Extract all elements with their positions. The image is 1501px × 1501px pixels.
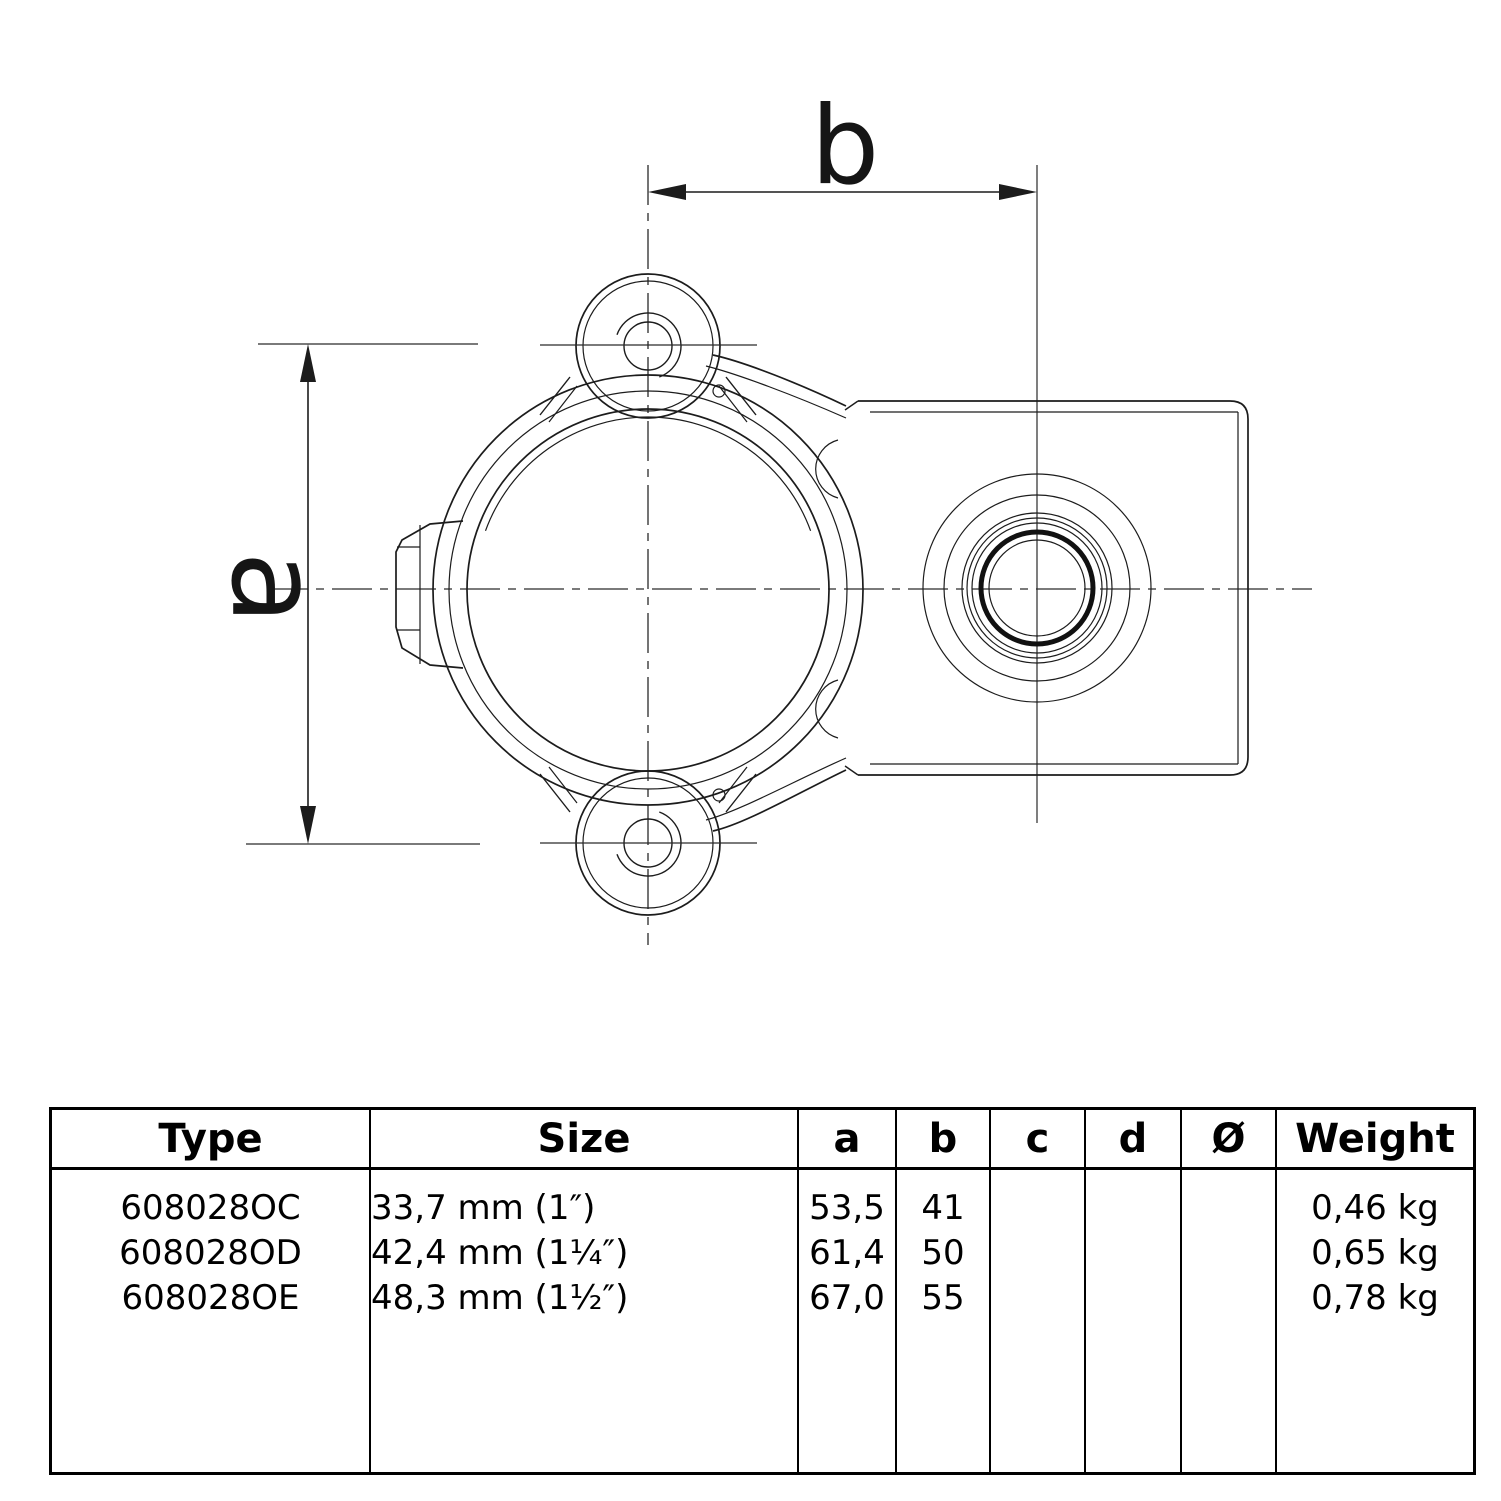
lower-band-pin (712, 788, 726, 802)
cell-a-row2: 67,0 (809, 1278, 885, 1318)
cell-d-row2 (1086, 1276, 1180, 1321)
top-lug-fillet-right-2 (718, 385, 748, 423)
lower-cast-bump (815, 679, 839, 739)
ring-outer-edge (432, 374, 864, 806)
cell-a-row0: 53,5 (809, 1188, 885, 1228)
column-cells-type: 608028OC 608028OD 608028OE (51, 1169, 371, 1474)
arrowhead-up-icon (300, 344, 316, 382)
cell-weight-row1: 0,65 kg (1311, 1233, 1439, 1273)
bottom-lug-fillet-left (539, 773, 571, 813)
hinge-boss (395, 520, 464, 669)
bore-through-hole (988, 539, 1086, 637)
cell-diameter-row0 (1182, 1186, 1275, 1231)
arrowhead-left-icon (648, 184, 686, 200)
centerlines (268, 165, 1312, 945)
bottom-lug-fillet-right (725, 773, 757, 813)
bore-ring-2 (966, 517, 1108, 659)
column-header-c: c (989, 1108, 1085, 1170)
cell-b-row0: 41 (921, 1188, 965, 1228)
cell-b-row1: 50 (921, 1233, 965, 1273)
cell-diameter-row1 (1182, 1231, 1275, 1276)
column-header-a: a (797, 1108, 896, 1170)
connection-bands (705, 354, 847, 832)
lower-band-inner (705, 757, 847, 821)
dimension-a-label: a (204, 551, 343, 625)
upper-band-outer (712, 354, 847, 407)
top-lug-fillet-left (539, 376, 571, 416)
socket-outline (858, 400, 1249, 776)
cell-type-row1: 608028OD (119, 1233, 302, 1273)
top-bolt-hole-counterbore (616, 312, 682, 378)
arrowhead-right-icon (999, 184, 1037, 200)
bore-step-circle (943, 494, 1131, 682)
column-header-diameter: Ø (1180, 1108, 1276, 1170)
cell-diameter-row2 (1182, 1276, 1275, 1321)
top-lug-outline (575, 273, 721, 419)
socket-body (844, 400, 1249, 776)
cell-size-row0: 33,7 mm (1″) (371, 1188, 596, 1228)
bore-main-circle (978, 529, 1096, 647)
cell-c-row0 (991, 1186, 1084, 1231)
cell-size-row1: 42,4 mm (1¼″) (371, 1233, 629, 1273)
top-lug-fillet-right (725, 376, 757, 416)
dimension-a: a (204, 343, 480, 845)
socket-bottom-left-chamfer (844, 765, 859, 776)
technical-drawing: b a (204, 84, 1312, 945)
bore-ring-1 (961, 512, 1113, 664)
column-cells-a: 53,5 61,4 67,0 (797, 1168, 896, 1474)
bore-ring-3 (971, 522, 1103, 654)
bore-boss-circle (922, 473, 1152, 703)
bottom-bolt-hole-counterbore (616, 811, 682, 877)
bottom-lug (539, 766, 757, 916)
table-body-row: 608028OC 608028OD 608028OE 33,7 mm (1″) 42,4… (51, 1168, 1475, 1474)
column-header-type: Type (50, 1108, 370, 1170)
upper-band-pin (712, 384, 726, 398)
hinge-boss-outline (395, 520, 464, 669)
column-cells-d (1084, 1168, 1181, 1474)
cell-d-row0 (1086, 1186, 1180, 1231)
socket-bore (922, 473, 1152, 703)
socket-top-left-chamfer (844, 400, 859, 411)
cell-b-row2: 55 (921, 1278, 965, 1318)
cell-type-row2: 608028OE (121, 1278, 300, 1318)
dimension-b-label: b (811, 84, 880, 209)
clamp-ring (432, 374, 864, 806)
upper-cast-bump (815, 439, 839, 499)
top-bolt-hole (623, 321, 673, 371)
cell-c-row2 (991, 1276, 1084, 1321)
top-lug (539, 273, 757, 423)
cell-c-row1 (991, 1231, 1084, 1276)
lower-band-outer (712, 769, 847, 832)
ring-bore-inner-arc (484, 416, 812, 532)
column-header-d: d (1084, 1108, 1181, 1170)
column-cells-weight: 0,46 kg 0,65 kg 0,78 kg (1275, 1168, 1475, 1474)
upper-band-inner (705, 365, 847, 419)
column-cells-b: 41 50 55 (895, 1168, 990, 1474)
cell-type-row0: 608028OC (120, 1188, 301, 1228)
dimension-b: b (648, 84, 1037, 209)
cell-a-row1: 61,4 (809, 1233, 885, 1273)
top-lug-inner-outline (582, 280, 714, 412)
column-cells-c (989, 1168, 1085, 1474)
top-lug-fillet-left-2 (548, 385, 578, 423)
bottom-lug-fillet-left-2 (548, 766, 578, 804)
ring-face-edge (448, 390, 848, 790)
bottom-lug-fillet-right-2 (718, 766, 748, 804)
cell-d-row1 (1086, 1231, 1180, 1276)
column-header-b: b (895, 1108, 990, 1170)
cell-size-row2: 48,3 mm (1½″) (371, 1278, 629, 1318)
column-header-weight: Weight (1275, 1108, 1475, 1170)
column-header-size: Size (369, 1108, 798, 1170)
cell-weight-row2: 0,78 kg (1311, 1278, 1439, 1318)
column-cells-diameter (1180, 1168, 1276, 1474)
arrowhead-down-icon (300, 806, 316, 844)
cell-weight-row0: 0,46 kg (1311, 1188, 1439, 1228)
column-cells-size: 33,7 mm (1″) 42,4 mm (1¼″) 48,3 mm (1½″) (369, 1168, 798, 1474)
